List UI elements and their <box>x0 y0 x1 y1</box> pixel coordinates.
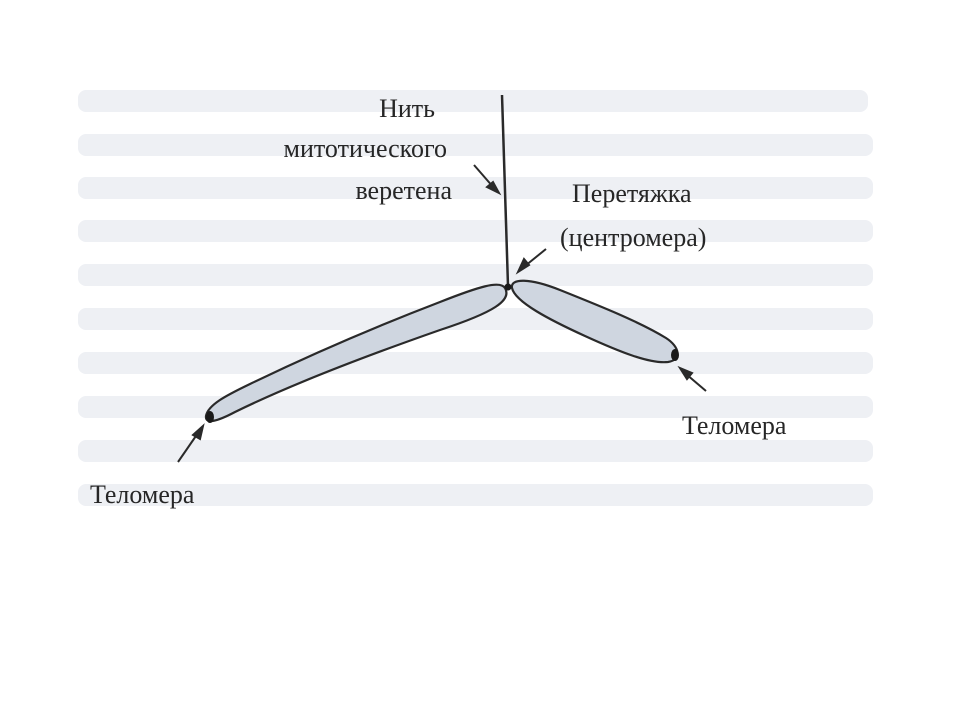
centromere-arrow <box>515 248 547 275</box>
centromere-label-line1: Перетяжка <box>572 179 692 208</box>
spindle-label-line2: митотического <box>283 134 447 163</box>
centromere <box>504 283 512 291</box>
telomere-right-arrow <box>677 365 707 392</box>
telomere-right-tip <box>671 349 679 361</box>
telomere-left-tip <box>206 411 214 423</box>
arrows <box>177 164 707 463</box>
background-faint-text <box>78 90 873 506</box>
left-chromatid <box>204 283 508 423</box>
telomere-left-arrow <box>177 423 205 463</box>
telomere-right-label: Теломера <box>682 411 787 440</box>
spindle-label-line1: Нить <box>379 94 435 123</box>
spindle-fiber <box>500 94 510 287</box>
centromere-label-line2: (центромера) <box>560 223 707 252</box>
spindle-label-line3: веретена <box>355 176 452 205</box>
telomere-left-label: Теломера <box>90 480 195 509</box>
spindle-arrow <box>473 164 502 196</box>
